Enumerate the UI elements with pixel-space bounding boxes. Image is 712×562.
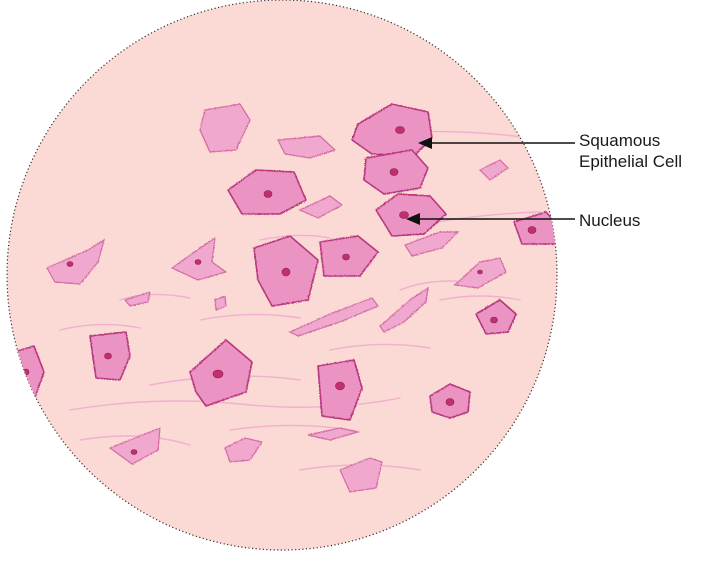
nucleus: [195, 260, 201, 265]
nucleus: [400, 212, 409, 219]
nucleus: [336, 382, 345, 390]
nucleus: [282, 268, 290, 276]
nucleus: [491, 317, 498, 323]
nucleus: [67, 262, 73, 267]
nucleus: [396, 127, 405, 134]
nucleus: [528, 227, 536, 234]
nucleus: [131, 450, 137, 455]
nucleus: [23, 369, 29, 375]
nucleus: [213, 370, 223, 378]
squamous-label-line2: Epithelial Cell: [579, 151, 682, 172]
nucleus-label: Nucleus: [579, 210, 640, 231]
nucleus: [446, 399, 454, 406]
nucleus: [478, 270, 483, 274]
squamous-label-line1: Squamous: [579, 130, 682, 151]
nucleus: [264, 191, 272, 198]
nucleus: [390, 169, 398, 176]
nucleus: [343, 254, 350, 260]
squamous-epithelial-cell-label: Squamous Epithelial Cell: [579, 130, 682, 172]
nucleus: [105, 353, 112, 359]
